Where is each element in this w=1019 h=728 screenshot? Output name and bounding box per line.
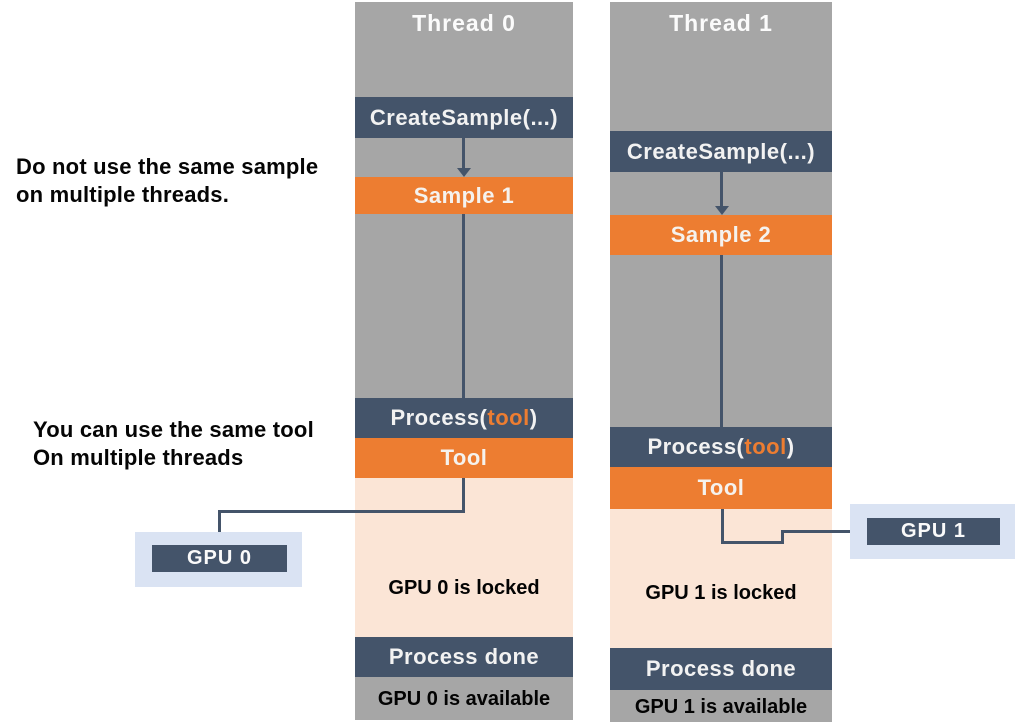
thread0-create-sample-bar: CreateSample(...) bbox=[355, 97, 573, 138]
connector-segment bbox=[219, 510, 465, 513]
thread0-tool-bar: Tool bbox=[355, 438, 573, 478]
thread1-flow-line bbox=[720, 172, 723, 208]
thread1-column: Thread 1 CreateSample(...) Sample 2 Proc… bbox=[610, 2, 832, 722]
thread0-process-done-bar: Process done bbox=[355, 637, 573, 677]
process-label-prefix: Process( bbox=[647, 434, 745, 459]
thread0-process-bar: Process(tool) bbox=[355, 398, 573, 438]
process-label-arg: tool bbox=[487, 405, 530, 430]
thread1-gpu-available-label: GPU 1 is available bbox=[634, 696, 808, 718]
thread0-flow-line bbox=[462, 138, 465, 170]
thread0-gpu-locked-label: GPU 0 is locked bbox=[388, 577, 540, 599]
process-label-arg: tool bbox=[744, 434, 787, 459]
connector-segment bbox=[462, 478, 465, 513]
thread0-gpu-available-label: GPU 0 is available bbox=[377, 688, 551, 710]
thread1-flow-line-long bbox=[720, 255, 723, 427]
thread0-column: Thread 0 CreateSample(...) Sample 1 Proc… bbox=[355, 2, 573, 720]
thread1-process-bar: Process(tool) bbox=[610, 427, 832, 467]
note-line: On multiple threads bbox=[33, 445, 244, 470]
connector-segment bbox=[721, 509, 724, 544]
note-line: You can use the same tool bbox=[33, 417, 314, 442]
thread1-tool-bar: Tool bbox=[610, 467, 832, 509]
note-line: on multiple threads. bbox=[16, 182, 230, 207]
connector-segment bbox=[218, 510, 221, 545]
thread1-gpu-locked-label: GPU 1 is locked bbox=[645, 582, 797, 604]
thread1-create-sample-bar: CreateSample(...) bbox=[610, 131, 832, 172]
process-label-suffix: ) bbox=[786, 434, 795, 459]
process-label-prefix: Process( bbox=[390, 405, 488, 430]
note-tool-info: You can use the same tool On multiple th… bbox=[33, 416, 314, 472]
thread0-sample-bar: Sample 1 bbox=[355, 177, 573, 214]
thread1-title: Thread 1 bbox=[669, 10, 773, 36]
thread0-flow-line-long bbox=[462, 214, 465, 398]
process-label-suffix: ) bbox=[529, 405, 538, 430]
gpu1-box: GPU 1 bbox=[867, 518, 1000, 545]
connector-segment bbox=[781, 531, 784, 544]
arrowhead-down-icon bbox=[715, 206, 729, 215]
arrowhead-down-icon bbox=[457, 168, 471, 177]
gpu0-box: GPU 0 bbox=[152, 545, 287, 572]
thread0-title: Thread 0 bbox=[412, 10, 516, 36]
connector-segment bbox=[721, 541, 784, 544]
thread1-process-done-bar: Process done bbox=[610, 648, 832, 690]
note-sample-warning: Do not use the same sample on multiple t… bbox=[16, 153, 318, 209]
note-line: Do not use the same sample bbox=[16, 154, 319, 179]
connector-segment bbox=[781, 530, 867, 533]
thread1-sample-bar: Sample 2 bbox=[610, 215, 832, 255]
